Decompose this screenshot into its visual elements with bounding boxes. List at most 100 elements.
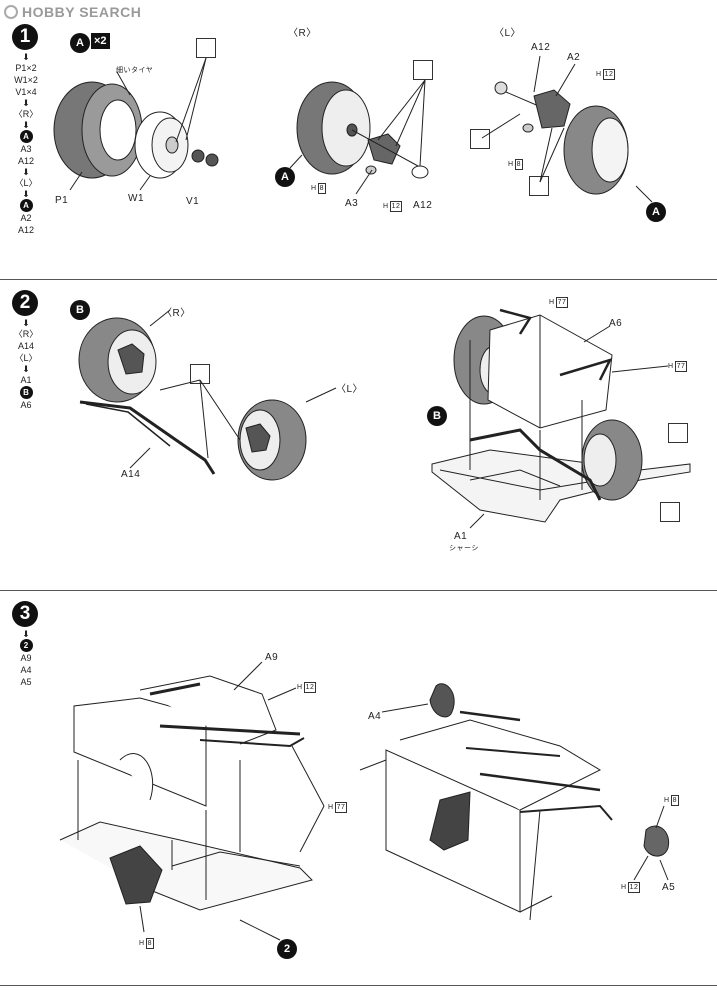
- seq-badge: B: [19, 386, 33, 399]
- seq-item: A3: [20, 144, 32, 154]
- right-side-label: 〈R〉: [162, 308, 191, 319]
- subassembly-b-badge: B: [427, 406, 447, 426]
- section-divider: [0, 279, 717, 280]
- h77-box: 77: [555, 297, 569, 308]
- subassembly-b-badge: B: [70, 300, 90, 320]
- seq-badge: 2: [19, 639, 33, 652]
- watermark: HOBBY SEARCH: [4, 4, 141, 20]
- seq-item: A6: [20, 400, 32, 410]
- h12-box: 12: [602, 69, 616, 80]
- h77-box: 77: [674, 361, 688, 372]
- h12-box: 12: [389, 201, 403, 212]
- left-wheel-hub-drawing: [494, 81, 629, 195]
- chassis-a1-drawing: [431, 308, 691, 523]
- seq-item: 〈R〉: [13, 329, 39, 339]
- down-arrow-icon: ⬇: [22, 364, 30, 374]
- h77-box: 77: [334, 802, 348, 813]
- front-axle-a14-drawing: [78, 317, 307, 481]
- hobby-search-logo-icon: [4, 5, 18, 19]
- seq-item: A12: [17, 156, 34, 166]
- h12-box: 12: [627, 882, 641, 893]
- cement-icon: [668, 423, 688, 443]
- multiplier-label: ×2: [91, 33, 110, 49]
- cement-icon: [660, 502, 680, 522]
- h8-box: 8: [670, 795, 679, 806]
- section-divider: [0, 985, 717, 986]
- subassembly-a-badge: A: [70, 33, 90, 53]
- down-arrow-icon: ⬇: [22, 318, 30, 328]
- part-a6-label: A6: [609, 318, 623, 329]
- section-divider: [0, 590, 717, 591]
- seq-item: V1×4: [15, 87, 37, 97]
- part-v1-label: V1: [186, 196, 200, 207]
- part-w1-label: W1: [128, 193, 144, 204]
- seq-item: A14: [17, 341, 34, 351]
- left-side-label: 〈L〉: [336, 384, 364, 395]
- seq-item: 〈L〉: [14, 178, 38, 188]
- part-p1-label: P1: [55, 195, 69, 206]
- down-arrow-icon: ⬇: [22, 120, 30, 130]
- cement-icon: [529, 176, 549, 196]
- chassis-label: シャーシ: [449, 545, 479, 552]
- h8-box: 8: [317, 183, 326, 194]
- down-arrow-icon: ⬇: [22, 629, 30, 639]
- part-a1-label: A1: [454, 531, 468, 542]
- seq-badge: A: [19, 199, 33, 212]
- down-arrow-icon: ⬇: [22, 167, 30, 177]
- cap-v1-drawing: [191, 149, 219, 167]
- seq-item: P1×2: [15, 63, 37, 73]
- seq-item: 〈L〉: [14, 353, 38, 363]
- seq-badge: A: [19, 130, 33, 143]
- part-a12-label: A12: [531, 42, 551, 53]
- seq-item: A4: [20, 665, 32, 675]
- down-arrow-icon: ⬇: [22, 98, 30, 108]
- part-a5-label: A5: [662, 882, 676, 893]
- step-3-number: 3: [12, 601, 38, 627]
- seq-item: A5: [20, 677, 32, 687]
- thin-tire-note: 細いタイヤ: [116, 67, 154, 74]
- step-1-number: 1: [12, 24, 38, 50]
- step-2-sequence: ⬇ 〈R〉 A14 〈L〉 ⬇ A1 B A6: [9, 318, 43, 411]
- left-side-label: 〈L〉: [494, 28, 522, 39]
- seq-item: A9: [20, 653, 32, 663]
- h8-box: 8: [145, 938, 154, 949]
- down-arrow-icon: ⬇: [22, 189, 30, 199]
- seq-item: A1: [20, 375, 32, 385]
- part-a3-label: A3: [345, 198, 359, 209]
- down-arrow-icon: ⬇: [22, 52, 30, 62]
- seq-item: W1×2: [14, 75, 38, 85]
- step-2-reference-badge: 2: [277, 939, 297, 959]
- h8-box: 8: [514, 159, 523, 170]
- part-a14-label: A14: [121, 469, 141, 480]
- rear-suspension-drawing: [359, 683, 670, 921]
- step-2-number: 2: [12, 290, 38, 316]
- part-a12-label: A12: [413, 200, 433, 211]
- subassembly-a-badge: A: [646, 202, 666, 222]
- step-1-sequence: ⬇ P1×2 W1×2 V1×4 ⬇ 〈R〉 ⬇ A A3 A12 ⬇ 〈L〉 …: [9, 52, 43, 236]
- right-side-label: 〈R〉: [288, 28, 317, 39]
- step-3-sequence: ⬇ 2 A9 A4 A5: [9, 629, 43, 688]
- seq-item: 〈R〉: [13, 109, 39, 119]
- cement-icon: [196, 38, 216, 58]
- subassembly-a-badge: A: [275, 167, 295, 187]
- part-a9-label: A9: [265, 652, 279, 663]
- watermark-text: HOBBY SEARCH: [22, 4, 142, 20]
- seq-item: A2: [20, 213, 32, 223]
- cement-icon: [413, 60, 433, 80]
- cement-icon: [470, 129, 490, 149]
- tire-p1-drawing: [53, 81, 143, 179]
- h12-box: 12: [303, 682, 317, 693]
- right-wheel-hub-drawing: [296, 81, 429, 179]
- seq-item: A12: [17, 225, 34, 235]
